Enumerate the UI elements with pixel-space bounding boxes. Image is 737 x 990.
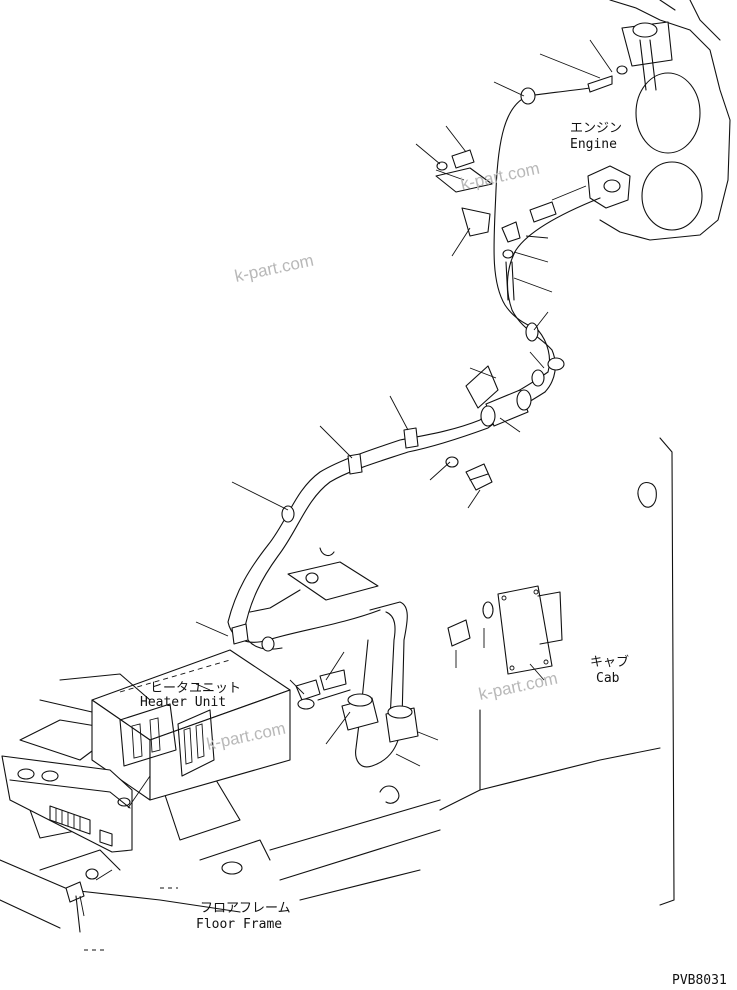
heater-hose-route (227, 87, 601, 650)
engine-fittings (436, 65, 628, 301)
floor-label-en: Floor Frame (196, 917, 282, 932)
engine-block (587, 0, 731, 241)
engine-label-en: Engine (570, 137, 617, 152)
floor-label-jp: フロアフレーム (200, 901, 291, 916)
cab-label-jp: キャブ (590, 654, 629, 670)
floor-bolt (65, 868, 99, 933)
cab-label-en: Cab (596, 671, 620, 686)
heater-label-en: Heater Unit (140, 695, 226, 710)
floor-frame (0, 547, 441, 929)
cab-wall (439, 437, 675, 906)
watermark: k-part.com (459, 159, 541, 194)
leader-lines (79, 39, 613, 917)
bracket-plate (435, 167, 493, 193)
control-panel (1, 755, 133, 853)
drawing-code: PVB8031 (672, 973, 727, 988)
heater-label-jp: ヒータユニット (150, 681, 241, 696)
heater-unit (39, 649, 291, 801)
engine-label-jp: エンジン (570, 121, 622, 136)
inline-valve (465, 365, 532, 427)
watermark: k-part.com (477, 669, 559, 704)
heater-side-pipes (295, 601, 419, 768)
mid-bolt (445, 456, 493, 491)
watermark: k-part.com (233, 251, 315, 286)
heater-leader-dash (119, 659, 231, 693)
